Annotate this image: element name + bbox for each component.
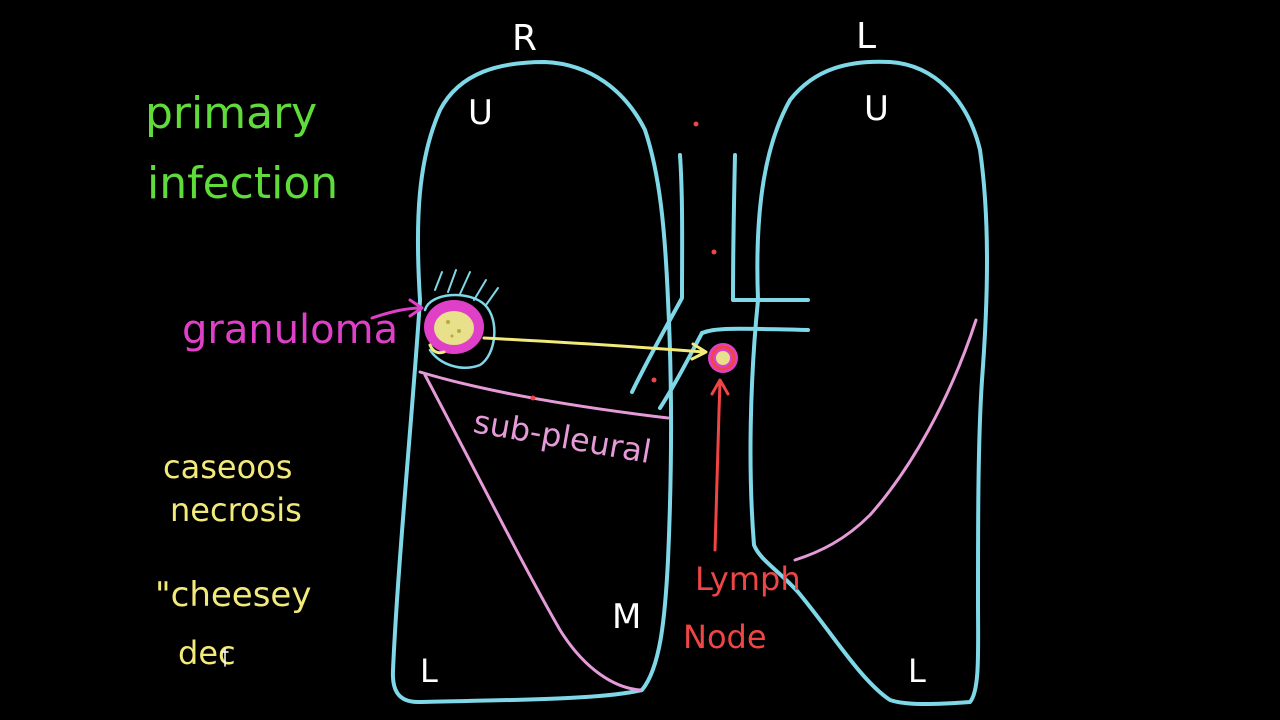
cheese-speck: [446, 320, 450, 324]
spread-arrow-to-lymph-node: [482, 336, 708, 361]
left-side-label: L: [856, 16, 876, 57]
lymph-node-label-arrow: [710, 378, 730, 552]
cheesey-line-1: "cheesey: [155, 575, 311, 615]
cheesey-line-2: dec: [178, 634, 236, 672]
granuloma-drawing: [423, 269, 499, 369]
red-dot: [651, 377, 657, 383]
title-line-1: primary: [145, 88, 317, 139]
right-oblique-fissure: [423, 373, 642, 692]
cheese-speck: [450, 334, 454, 338]
trachea-right-wall: [731, 153, 810, 302]
caseous-line-1: caseoos: [163, 448, 292, 486]
cheese-speck: [457, 329, 461, 333]
left-lower-lobe-label: L: [908, 652, 926, 690]
trachea-left-wall: [630, 153, 685, 394]
title-line-2: infection: [147, 158, 338, 209]
granuloma-label: granuloma: [182, 307, 398, 353]
red-dot: [693, 121, 699, 127]
left-oblique-fissure: [793, 318, 978, 562]
right-upper-lobe-label: U: [468, 93, 493, 133]
right-middle-lobe-label: M: [612, 597, 641, 637]
left-bronchus-lower: [700, 326, 810, 335]
node-label: Node: [683, 618, 767, 656]
red-dot: [530, 395, 536, 401]
lymph-label: Lymph: [695, 560, 801, 598]
right-bronchus-inner: [658, 331, 704, 410]
granuloma-caseous-center: [434, 311, 474, 345]
lymph-node-center: [716, 351, 730, 365]
left-lung-outline: [748, 59, 989, 707]
granuloma-cyan-ring: [423, 293, 496, 369]
granuloma-pointer-arrow: [370, 298, 424, 320]
right-side-label: R: [512, 18, 537, 59]
lymph-node-drawing: [708, 343, 738, 373]
granuloma-yellow-mark: [428, 343, 446, 355]
left-upper-lobe-label: U: [864, 89, 889, 129]
caseous-line-2: necrosis: [170, 491, 302, 529]
lymph-node-ring: [710, 345, 736, 371]
right-lower-lobe-label: L: [420, 652, 438, 690]
right-lung-outline: [390, 60, 673, 704]
pen-cursor-icon: [221, 648, 229, 667]
right-horizontal-fissure: [418, 370, 670, 420]
granuloma-cells: [434, 269, 499, 306]
red-dot: [711, 249, 717, 255]
